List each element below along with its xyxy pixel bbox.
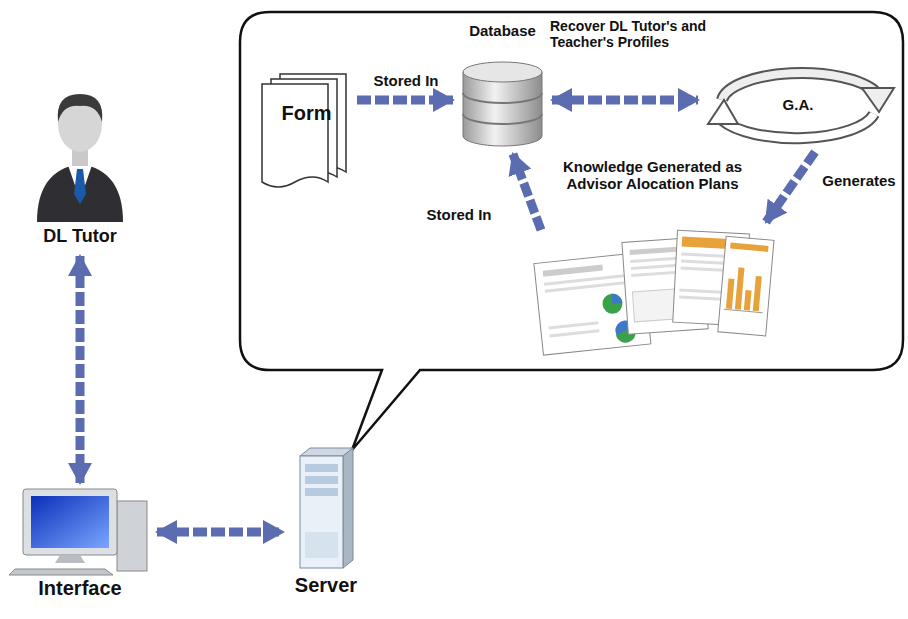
flow-arrow (552, 96, 698, 105)
annotation-label: Stored In (416, 206, 502, 223)
node-label: G.A. (700, 96, 896, 113)
node-label: Database (455, 22, 550, 39)
bubble-outline (240, 12, 903, 450)
node-label: Interface (5, 577, 155, 600)
icon-node: Interface (5, 485, 155, 603)
flow-arrow (357, 96, 453, 105)
node-icon (455, 22, 550, 150)
annotation-label: Generates (815, 172, 903, 189)
flow-arrow (157, 528, 283, 537)
node-icon (258, 70, 355, 198)
node-label: DL Tutor (25, 226, 135, 247)
stored-in-arrow (513, 154, 541, 230)
node-label: Form (258, 102, 355, 125)
flow-arrow (76, 256, 85, 483)
edge-label: Recover DL Tutor's and Teacher's Profile… (550, 18, 740, 50)
generates-arrow (766, 152, 815, 222)
edge-label: Stored In (362, 72, 450, 89)
icon-node: Server (285, 442, 367, 604)
annotation-label: Knowledge Generated as Advisor Alocation… (545, 158, 760, 193)
icon-node: Form (258, 70, 355, 198)
icon-node: DL Tutor (25, 72, 135, 254)
node-label: Server (285, 574, 367, 597)
icon-node: G.A. (700, 58, 896, 152)
icon-node: Database (455, 22, 550, 150)
report-pages (534, 230, 774, 355)
